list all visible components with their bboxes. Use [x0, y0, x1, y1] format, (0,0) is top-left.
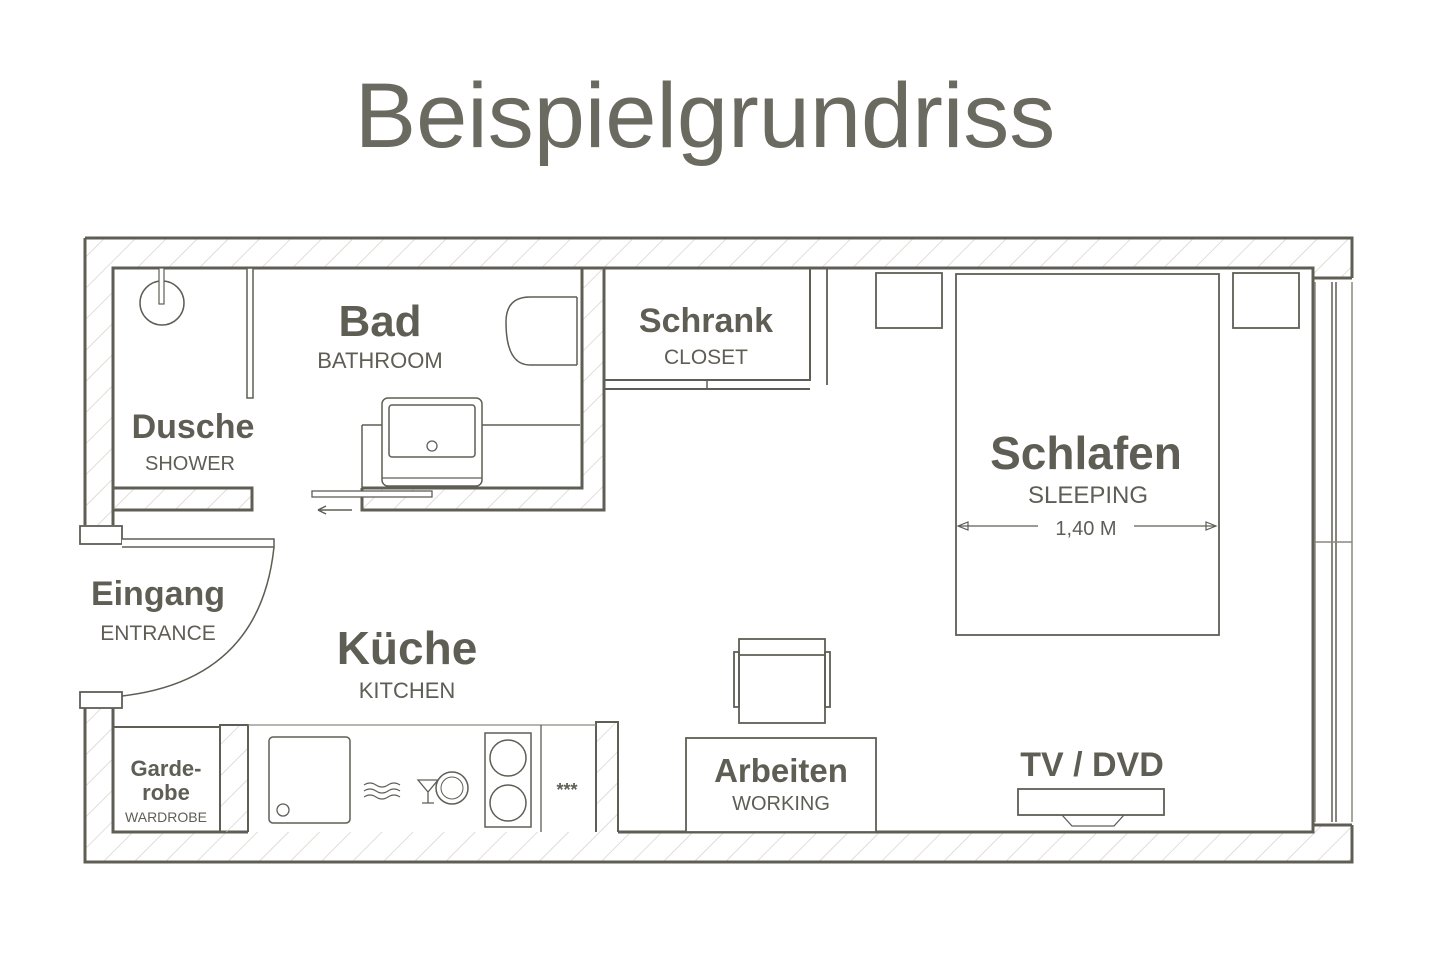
outer-walls — [83, 236, 1354, 864]
tv — [1017, 788, 1165, 827]
window — [1314, 282, 1353, 822]
garderobe-label-1: Garde- — [131, 756, 202, 781]
bad-label: Bad — [338, 297, 421, 346]
kitchen-counter: *** — [112, 721, 619, 833]
kueche-label: Küche — [337, 622, 478, 674]
schrank-label: Schrank — [639, 302, 773, 340]
closet — [603, 267, 828, 390]
desk — [685, 638, 877, 833]
kitchen-label: KITCHEN — [359, 678, 456, 703]
shower-label: SHOWER — [145, 453, 235, 475]
bathroom-label: BATHROOM — [317, 348, 442, 373]
bed-width-label: 1,40 M — [1055, 518, 1116, 540]
tv-dvd-label: TV / DVD — [1020, 746, 1164, 784]
sleeping-label: SLEEPING — [1028, 482, 1148, 509]
arbeiten-label: Arbeiten — [714, 752, 848, 789]
working-label: WORKING — [732, 793, 830, 815]
entrance-door — [79, 525, 275, 709]
entrance-label: ENTRANCE — [100, 622, 216, 645]
garderobe-label-2: robe — [142, 780, 190, 805]
bathroom-walls — [111, 267, 606, 525]
schlafen-label: Schlafen — [990, 427, 1182, 479]
page-title: Beispielgrundriss — [354, 65, 1056, 167]
wardrobe-label: WARDROBE — [125, 809, 207, 825]
dusche-label: Dusche — [132, 408, 255, 446]
closet-label: CLOSET — [664, 346, 748, 369]
eingang-label: Eingang — [91, 575, 225, 613]
stars-label: *** — [556, 780, 577, 800]
bed — [875, 272, 1300, 636]
